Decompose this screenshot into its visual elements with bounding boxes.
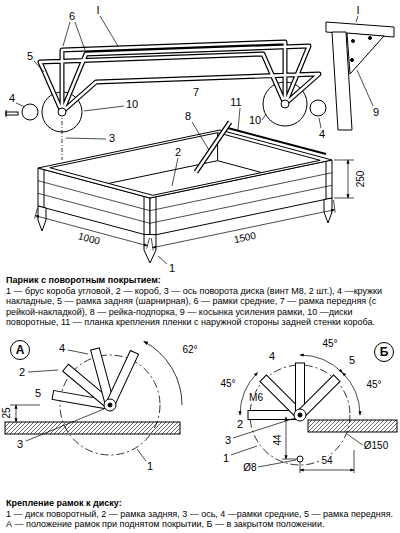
prop-rod <box>196 122 230 172</box>
callout-number: 5 <box>348 355 356 366</box>
caption-text: А — положение рамок при поднятом покрыти… <box>6 519 394 530</box>
callout-number: 4 <box>58 343 66 354</box>
dimension-label: Ø150 <box>363 441 389 451</box>
extension-lines <box>10 405 40 406</box>
callout-number: 11 <box>229 97 242 108</box>
leader-lines <box>26 350 146 461</box>
callout-number: 3 <box>16 439 24 450</box>
callout-number: 3 <box>108 133 116 144</box>
prop-rod <box>196 122 230 172</box>
callout-number: 6 <box>68 11 76 22</box>
film-strip <box>224 127 326 154</box>
angle-label: 62° <box>181 345 198 355</box>
dimension-line <box>16 405 17 422</box>
callout-number: 5 <box>34 388 42 399</box>
dimension-line <box>348 160 349 198</box>
thread-label: М6 <box>248 393 264 403</box>
callout-number: 1 <box>222 453 230 464</box>
extension-lines <box>35 160 354 251</box>
callout-number: I <box>95 5 100 16</box>
callout-number: I <box>355 5 360 16</box>
callout-number: 10 <box>248 115 262 126</box>
dimension-line <box>300 470 354 471</box>
box <box>38 122 332 263</box>
box-boards <box>38 173 332 224</box>
angle-arcs <box>300 355 342 373</box>
nail <box>369 37 372 40</box>
frame-arm <box>106 351 139 407</box>
hub <box>281 100 289 108</box>
axle <box>108 403 112 407</box>
dimension-line <box>286 417 287 459</box>
corner-posts <box>44 161 326 235</box>
hole <box>297 456 303 462</box>
box-wall <box>308 420 397 432</box>
dimension-label: 54 <box>320 456 333 466</box>
dimension-label: 1500 <box>232 231 258 246</box>
dimension-label: 25 <box>2 406 12 419</box>
detail-letter: Б <box>380 346 389 358</box>
callout-number: 4 <box>8 93 16 104</box>
dimension-label: 44 <box>273 433 283 446</box>
caption-heading: Парник с поворотным покрытием: <box>6 275 394 286</box>
callout-number: 7 <box>192 87 200 98</box>
cover <box>6 42 326 160</box>
hub <box>294 409 306 421</box>
angle-arcs <box>342 373 360 415</box>
hub <box>58 108 66 116</box>
turn-disk <box>60 355 160 455</box>
detail-a <box>5 341 182 461</box>
caption-block: Парник с поворотным покрытием:1 — брус к… <box>6 275 394 328</box>
callout-number: 4 <box>318 129 326 140</box>
axis-line <box>62 112 63 160</box>
dimension-label: Ø8 <box>242 463 257 473</box>
callout-number: 1 <box>146 461 154 472</box>
callout-number: 9 <box>372 107 380 118</box>
caption-text: 1 — брус короба угловой, 2 — короб, 3 — … <box>6 286 394 328</box>
leader-lines <box>231 418 364 467</box>
detail-letter: А <box>16 344 25 356</box>
callout-number: 5 <box>26 51 34 62</box>
callout-number: 2 <box>236 419 244 430</box>
nail <box>351 59 354 62</box>
dimension-line <box>153 210 335 248</box>
nail <box>352 40 355 43</box>
frames <box>40 42 319 112</box>
post-tip <box>144 234 156 263</box>
callout-number: 10 <box>125 99 139 110</box>
axle <box>298 413 302 417</box>
caption-block: Крепление рамок к диску:1 — диск поворот… <box>6 498 394 530</box>
detail-b <box>231 355 397 473</box>
angle-label: 45° <box>219 379 236 389</box>
callout-number: 1 <box>168 263 176 274</box>
dimensions <box>35 160 354 251</box>
leader-lines <box>16 16 373 264</box>
callout-number: 3 <box>224 435 232 446</box>
detail-marker: А <box>10 340 30 360</box>
callout-number: 4 <box>268 351 276 362</box>
extension-lines <box>282 450 354 473</box>
frames-inner <box>40 42 319 112</box>
gusset <box>347 33 384 74</box>
detail-marker: Б <box>374 342 394 362</box>
dimension-label: 250 <box>356 170 366 189</box>
angle-label: 45° <box>321 339 338 349</box>
callout-number: 8 <box>184 111 192 122</box>
hub <box>104 399 116 411</box>
caption-heading: Крепление рамок к диску: <box>6 498 394 509</box>
screw-head <box>6 110 7 117</box>
angle-label: 45° <box>365 380 382 390</box>
callout-number: 2 <box>174 147 182 158</box>
box-top-rim <box>38 130 332 198</box>
dimension-label: 1000 <box>76 231 102 247</box>
cover-disc <box>310 100 326 116</box>
screw <box>6 112 18 115</box>
callout-number: 2 <box>18 367 26 378</box>
box-wall <box>5 422 180 434</box>
rotation-arc <box>144 341 182 405</box>
caption-text: 1 — диск поворотный, 2 — рамка задняя, 3… <box>6 509 394 520</box>
